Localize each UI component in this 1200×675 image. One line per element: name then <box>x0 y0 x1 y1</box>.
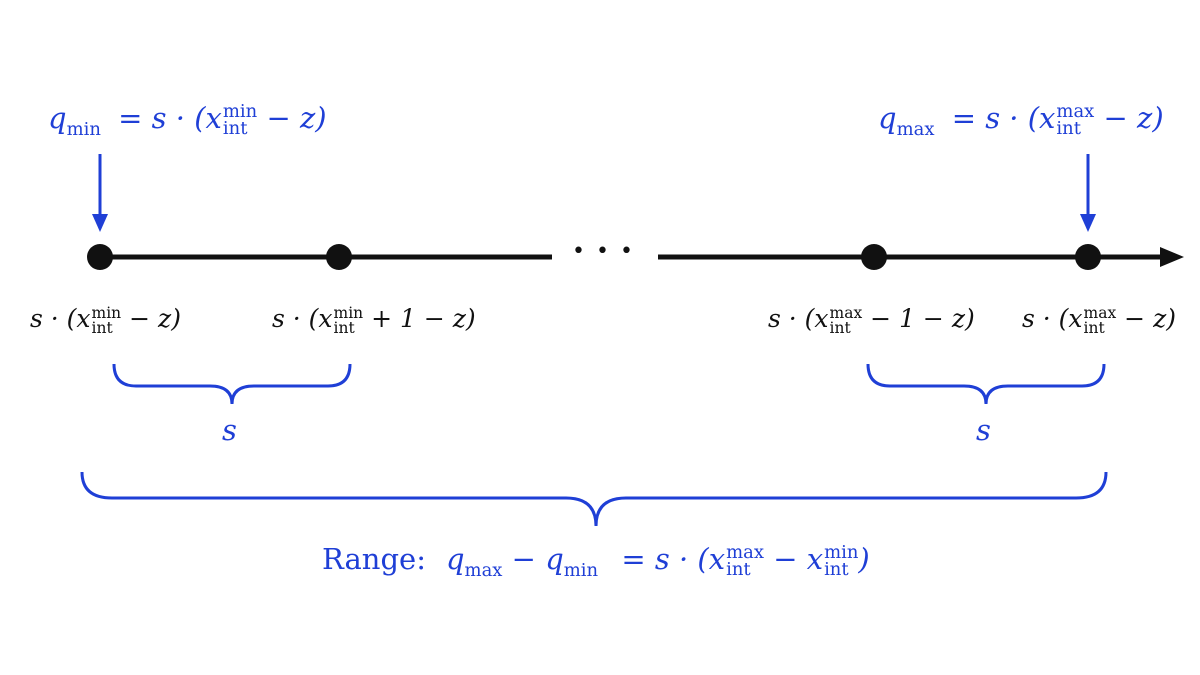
range-lhs-sub-min: min <box>563 559 599 581</box>
point-q-max-minus-one <box>861 244 887 270</box>
tick-label-4-pre: s · (x <box>1022 304 1083 334</box>
range-lhs-q2: q <box>545 542 564 577</box>
formula-q-min-lhs-sub: min <box>66 118 101 140</box>
arrow-q-max-head <box>1080 214 1096 232</box>
tick-label-1-post: − z) <box>129 304 181 334</box>
point-q-min-plus-one <box>326 244 352 270</box>
brace-full-range <box>80 471 1108 527</box>
formula-q-max-lhs: q <box>878 101 897 136</box>
point-q-max <box>1075 244 1101 270</box>
range-sub-int-1: int <box>726 559 751 581</box>
brace-left-step <box>112 363 352 405</box>
formula-q-min-rhs-post: − z) <box>266 101 327 136</box>
range-word: Range: <box>322 542 426 577</box>
brace-right-label-text: s <box>976 413 991 447</box>
tick-label-2-sup: min <box>333 304 364 322</box>
tick-label-3-sub: int <box>829 318 851 337</box>
brace-right-label: s <box>976 416 991 445</box>
brace-right-step <box>866 363 1106 405</box>
tick-label-3-sup: max <box>829 304 863 322</box>
range-sup-max: max <box>726 542 764 563</box>
tick-label-1-sup: min <box>91 304 122 322</box>
tick-label-2-sub: int <box>333 318 355 337</box>
tick-label-3-post: − 1 − z) <box>870 304 975 334</box>
formula-q-min-sub: int <box>222 118 248 140</box>
range-sub-int-2: int <box>824 559 849 581</box>
tick-label-4-sub: int <box>1083 318 1105 337</box>
tick-label-1-pre: s · (x <box>30 304 91 334</box>
range-lhs-sub-max: max <box>464 559 503 581</box>
range-lhs-q: q <box>445 542 465 577</box>
brace-left-label-text: s <box>222 413 237 447</box>
tick-label-4-sup: max <box>1083 304 1117 322</box>
formula-q-max-rhs-pre: = s · (x <box>951 101 1056 136</box>
formula-q-min-rhs-pre: = s · (x <box>118 101 222 136</box>
tick-label-2-pre: s · (x <box>272 304 333 334</box>
range-eq: = s · (x <box>621 542 726 577</box>
tick-label-2-post: + 1 − z) <box>371 304 476 334</box>
range-sup-min: min <box>824 542 859 563</box>
formula-q-max-lhs-sub: max <box>896 118 935 140</box>
formula-q-min-sup: min <box>222 101 258 122</box>
formula-q-max-sub: int <box>1056 118 1081 140</box>
formula-q-max-sup: max <box>1056 101 1095 122</box>
formula-q-min-lhs: q <box>48 101 67 136</box>
tick-label-3-pre: s · (x <box>768 304 829 334</box>
range-minus: − <box>511 542 536 577</box>
ellipsis-dots: • • • <box>572 239 635 264</box>
axis-arrow-head <box>1160 247 1184 267</box>
range-close: ) <box>858 542 870 577</box>
brace-left-label: s <box>222 416 237 445</box>
point-q-min <box>87 244 113 270</box>
tick-label-1-sub: int <box>91 318 113 337</box>
formula-q-max-rhs-post: − z) <box>1103 101 1164 136</box>
range-minus-x: − x <box>773 542 824 577</box>
tick-label-4-post: − z) <box>1124 304 1176 334</box>
arrow-q-min-head <box>92 214 108 232</box>
